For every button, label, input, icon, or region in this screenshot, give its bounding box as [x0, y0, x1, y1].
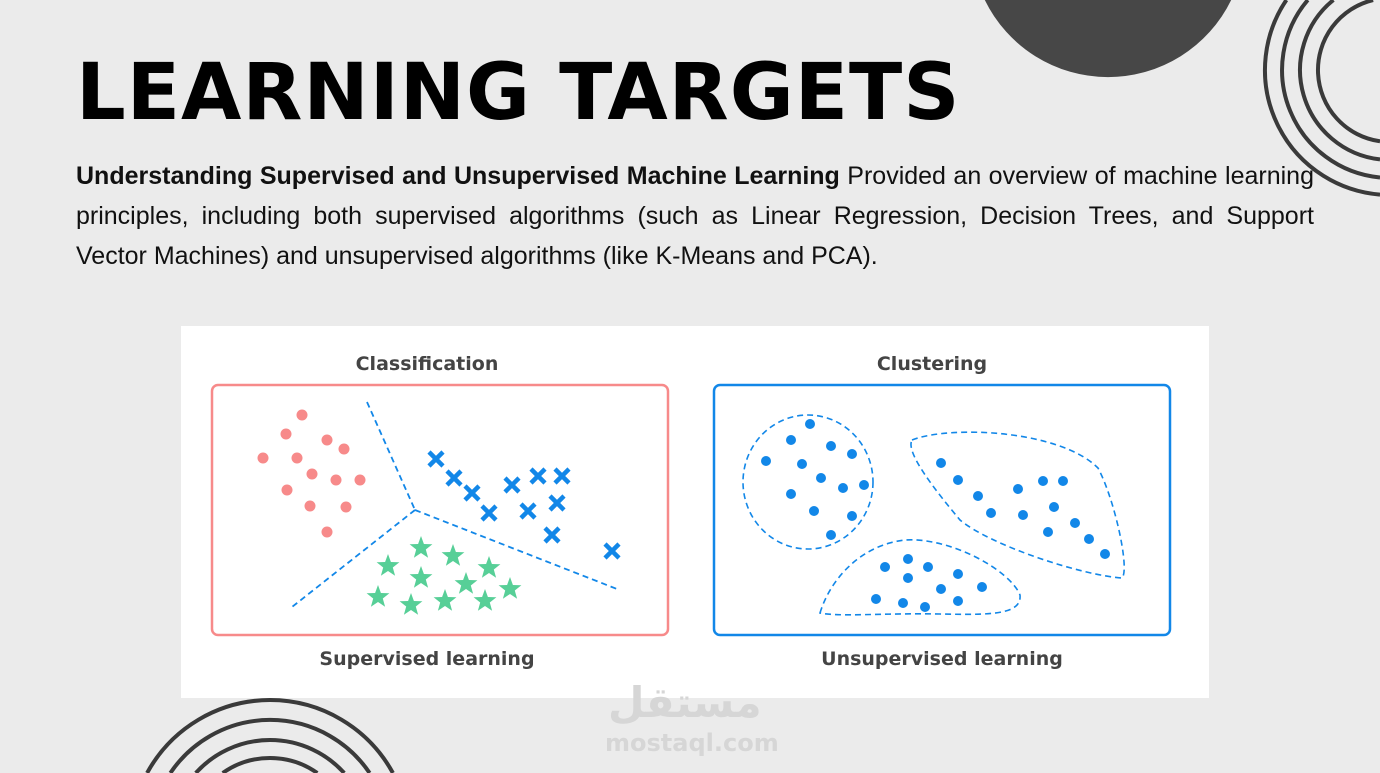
class-c-star — [477, 556, 501, 578]
class-c-star — [399, 593, 423, 615]
swirl-decoration-bottom-left — [145, 698, 395, 773]
clustering-panel — [712, 383, 1172, 637]
paragraph-text: Provided an overview of machine learning… — [76, 162, 1314, 270]
cluster-point — [1084, 534, 1094, 544]
class-b-cross — [553, 467, 571, 485]
cluster-point — [786, 489, 796, 499]
cluster-point — [1018, 510, 1028, 520]
paragraph-bold-lead: Understanding Supervised and Unsupervise… — [76, 162, 840, 190]
class-b-cross — [480, 504, 498, 522]
watermark-url: mostaql.com — [605, 729, 779, 757]
class-a-point — [306, 468, 318, 480]
cluster-point — [847, 449, 857, 459]
cluster-point — [953, 569, 963, 579]
class-b-cross — [529, 467, 547, 485]
cluster-point — [1070, 518, 1080, 528]
cluster-point — [936, 458, 946, 468]
class-a-point — [338, 443, 350, 455]
class-a-point — [321, 434, 333, 446]
class-a-point — [296, 409, 308, 421]
swirl-decoration-top-right — [1262, 0, 1380, 197]
ml-diagram: Classification Clustering Supervised lea… — [210, 353, 1172, 670]
cluster-point — [953, 475, 963, 485]
class-c-star — [433, 589, 457, 611]
classification-title: Classification — [356, 353, 499, 375]
cluster-point — [1043, 527, 1053, 537]
class-b-cross — [445, 469, 463, 487]
class-c-star — [498, 577, 522, 599]
class-a-point — [330, 474, 342, 486]
decision-boundaries — [291, 401, 618, 608]
cluster-point — [871, 594, 881, 604]
clustering-title: Clustering — [877, 353, 987, 375]
dark-circle-decoration — [984, 0, 1232, 78]
cluster-point — [973, 491, 983, 501]
class-b-cross — [519, 502, 537, 520]
slide-paragraph: Understanding Supervised and Unsupervise… — [76, 156, 1314, 276]
class-c-star — [366, 585, 390, 607]
class-c-star — [441, 544, 465, 566]
class-c-star — [473, 589, 497, 611]
cluster-point — [797, 459, 807, 469]
class-a-point — [291, 452, 303, 464]
cluster-point — [1100, 549, 1110, 559]
cluster-point — [838, 483, 848, 493]
class-c-star — [409, 536, 433, 558]
class-a-point — [304, 500, 316, 512]
cluster-point — [859, 480, 869, 490]
class-a-point — [354, 474, 366, 486]
cluster-point — [986, 508, 996, 518]
class-b-cross — [543, 526, 561, 544]
cluster-point — [786, 435, 796, 445]
class-b-cross — [503, 476, 521, 494]
cluster-point — [816, 473, 826, 483]
cluster-point — [805, 419, 815, 429]
cluster-point — [898, 598, 908, 608]
class-c-star — [454, 572, 478, 594]
cluster-point — [761, 456, 771, 466]
class-c-star — [376, 554, 400, 576]
class-a-point — [257, 452, 269, 464]
cluster-point — [936, 584, 946, 594]
supervised-caption: Supervised learning — [319, 648, 534, 670]
class-a-point — [281, 484, 293, 496]
class-b-cross — [603, 542, 621, 560]
cluster-point — [903, 554, 913, 564]
watermark-arabic: مستقل — [608, 678, 762, 727]
cluster-point — [1049, 502, 1059, 512]
cluster-point — [847, 511, 857, 521]
cluster-point — [1013, 484, 1023, 494]
unsupervised-caption: Unsupervised learning — [821, 648, 1063, 670]
cluster-point — [903, 573, 913, 583]
cluster-point — [1038, 476, 1048, 486]
classification-panel — [210, 383, 670, 637]
class-b-cross — [548, 494, 566, 512]
cluster-point — [826, 530, 836, 540]
class-b-cross — [427, 450, 445, 468]
class-b-cross — [463, 484, 481, 502]
class-a-point — [321, 526, 333, 538]
class-a-point — [280, 428, 292, 440]
slide-title: LEARNING TARGETS — [76, 48, 961, 138]
cluster-boundaries — [742, 414, 1126, 616]
cluster-point — [826, 441, 836, 451]
cluster-point — [920, 602, 930, 612]
cluster-point — [923, 562, 933, 572]
cluster-point — [977, 582, 987, 592]
cluster-point — [953, 596, 963, 606]
cluster-point — [1058, 476, 1068, 486]
class-c-star — [409, 566, 433, 588]
ml-diagram-figure: Classification Clustering Supervised lea… — [181, 326, 1209, 698]
cluster-point — [809, 506, 819, 516]
class-a-point — [340, 501, 352, 513]
cluster-point — [880, 562, 890, 572]
